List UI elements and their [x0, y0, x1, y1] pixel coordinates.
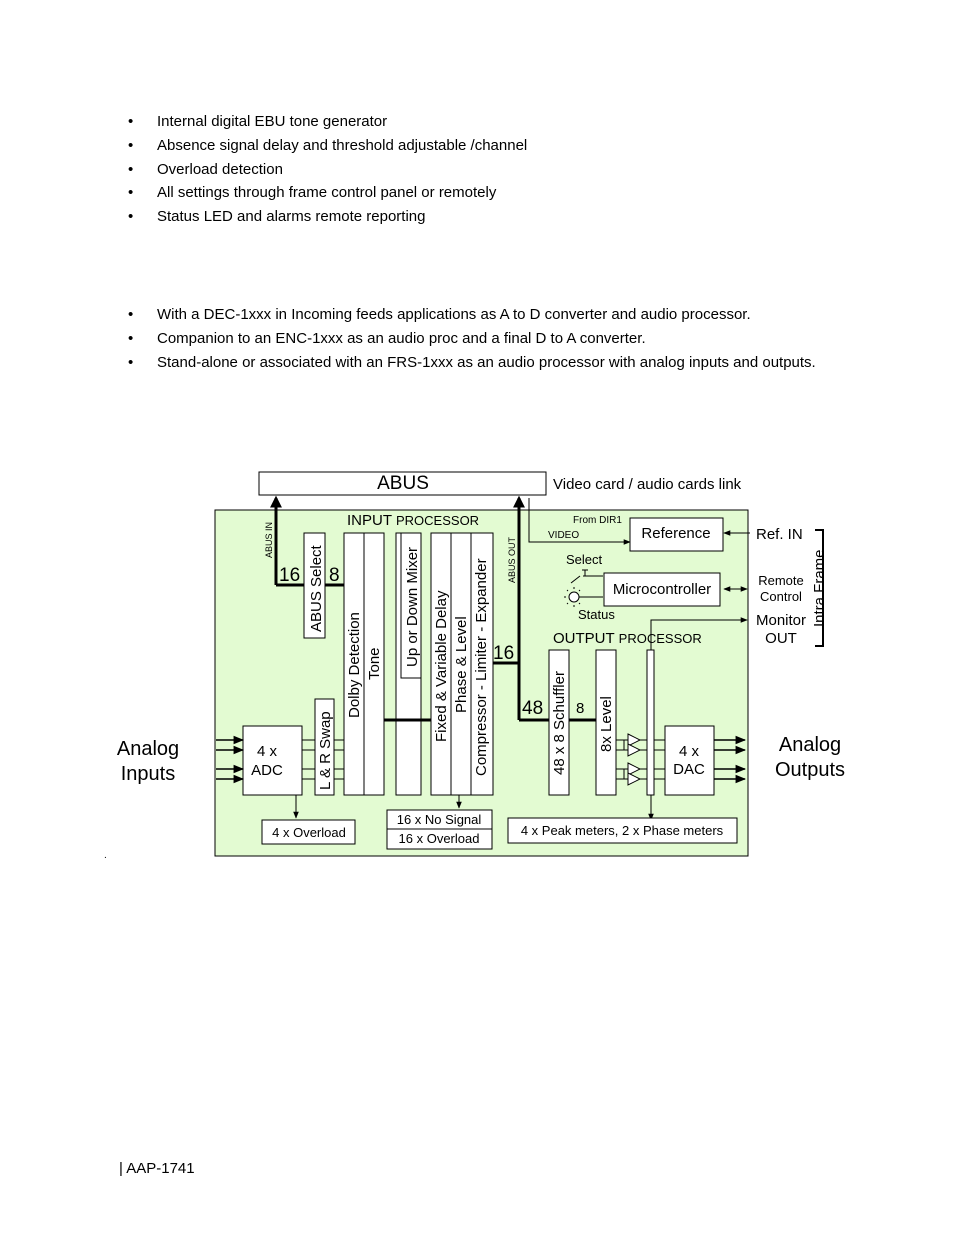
abus-select-label: ABUS Select — [308, 544, 325, 632]
select-switch-icon — [570, 569, 603, 584]
monitor-line — [650, 617, 748, 650]
list-item: • Absence signal delay and threshold adju… — [128, 134, 527, 158]
num-16-right: 16 — [493, 643, 514, 664]
feature-text: Overload detection — [157, 160, 283, 178]
level-label: 8x Level — [598, 696, 615, 752]
video-link — [528, 498, 631, 545]
microcontroller-block — [603, 572, 721, 607]
bullet: • — [128, 353, 134, 371]
list-item: • Internal digital EBU tone generator — [128, 110, 527, 134]
status-led-icon — [564, 587, 603, 607]
meters-box — [507, 817, 738, 844]
adc-label-1: 4 x — [257, 743, 278, 760]
analog-outputs-label-2: Outputs — [775, 759, 845, 781]
dac-block — [664, 725, 715, 796]
intra-frame-bracket — [815, 529, 824, 647]
list-item: • With a DEC-1xxx in Incoming feeds appli… — [128, 303, 816, 327]
list-item: • Overload detection — [128, 158, 527, 182]
num-8-right: 8 — [576, 700, 584, 717]
list-item: • Companion to an ENC-1xxx as an audio pr… — [128, 327, 816, 351]
overload-16x-label: 16 x Overload — [399, 831, 480, 846]
analog-inputs-label-1: Analog — [117, 738, 179, 760]
adc-label-2: ADC — [251, 762, 283, 779]
abus-out-label: ABUS OUT — [507, 536, 517, 583]
application-list: • With a DEC-1xxx in Incoming feeds appli… — [128, 303, 816, 374]
stray-mark: . — [104, 850, 107, 861]
bullet: • — [128, 184, 134, 202]
control-label: Control — [760, 589, 802, 604]
num-16-left: 16 — [279, 565, 300, 586]
bullet: • — [128, 329, 134, 347]
lr-swap-label: L & R Swap — [317, 711, 334, 790]
application-text: Companion to an ENC-1xxx as an audio pro… — [157, 329, 646, 347]
footer-label: | AAP-1741 — [119, 1160, 195, 1177]
delay-block — [430, 532, 494, 796]
output-arrows — [714, 735, 747, 784]
num-48: 48 — [522, 698, 543, 719]
reference-block — [629, 517, 724, 552]
meter-tap-block — [646, 649, 655, 796]
list-item: • All settings through frame control pane… — [128, 181, 527, 205]
abus-bar — [258, 471, 547, 496]
feature-list: • Internal digital EBU tone generator • Ab… — [128, 110, 527, 229]
application-text: Stand-alone or associated with an FRS-1x… — [157, 353, 816, 371]
abus-link-label: Video card / audio cards link — [553, 476, 742, 493]
video-label: VIDEO — [548, 530, 579, 541]
compressor-label: Compressor - Limiter - Expander — [473, 558, 490, 776]
adc-block — [242, 725, 303, 796]
delay-label: Fixed & Variable Delay — [433, 590, 450, 742]
level-block — [595, 649, 617, 796]
meters-label: 4 x Peak meters, 2 x Phase meters — [521, 823, 724, 838]
ref-in-label: Ref. IN — [756, 526, 803, 543]
abus-label: ABUS — [377, 473, 429, 494]
feature-text: All settings through frame control panel… — [157, 184, 497, 202]
status-label: Status — [578, 607, 615, 622]
tone-label: Tone — [366, 647, 383, 680]
mixer-block — [400, 532, 422, 679]
analog-inputs-label-2: Inputs — [121, 763, 175, 785]
monitor-label: Monitor — [756, 612, 806, 629]
list-item: • Status LED and alarms remote reporting — [128, 205, 527, 229]
lr-swap-block — [314, 698, 335, 796]
microcontroller-label: Microcontroller — [613, 581, 711, 598]
feature-text: Status LED and alarms remote reporting — [157, 208, 426, 226]
analog-outputs-label-1: Analog — [779, 734, 841, 756]
bullet: • — [128, 160, 134, 178]
remote-label: Remote — [758, 573, 804, 588]
adc-links — [302, 739, 344, 780]
bullet: • — [128, 136, 134, 154]
abus-in-label: ABUS IN — [264, 522, 274, 558]
out-label: OUT — [765, 630, 797, 647]
schuffler-block — [548, 649, 570, 796]
list-item: • Stand-alone or associated with an FRS-1… — [128, 351, 816, 375]
input-arrows — [216, 735, 245, 784]
feature-text: Absence signal delay and threshold adjus… — [157, 136, 528, 154]
num-8-left: 8 — [329, 565, 340, 586]
dac-label-1: 4 x — [679, 743, 700, 760]
mixer-label: Up or Down Mixer — [404, 547, 421, 667]
overload-4x-label: 4 x Overload — [272, 825, 346, 840]
bullet: • — [128, 208, 134, 226]
dolby-label: Dolby Detection — [346, 612, 363, 718]
bullet: • — [128, 306, 134, 323]
bullet: • — [128, 113, 134, 130]
no-signal-label: 16 x No Signal — [397, 812, 482, 827]
dac-label-2: DAC — [673, 761, 705, 778]
feature-text: Internal digital EBU tone generator — [157, 113, 388, 130]
intra-frame-label: Intra Frame — [811, 549, 828, 627]
from-dir1-label: From DIR1 — [573, 515, 622, 526]
select-label: Select — [566, 552, 603, 567]
schuffler-label: 48 x 8 Schuffler — [551, 671, 568, 775]
overload-4x-box — [261, 819, 356, 845]
application-text: With a DEC-1xxx in Incoming feeds applic… — [157, 306, 751, 323]
phase-level-label: Phase & Level — [453, 616, 470, 713]
reference-label: Reference — [641, 525, 710, 542]
